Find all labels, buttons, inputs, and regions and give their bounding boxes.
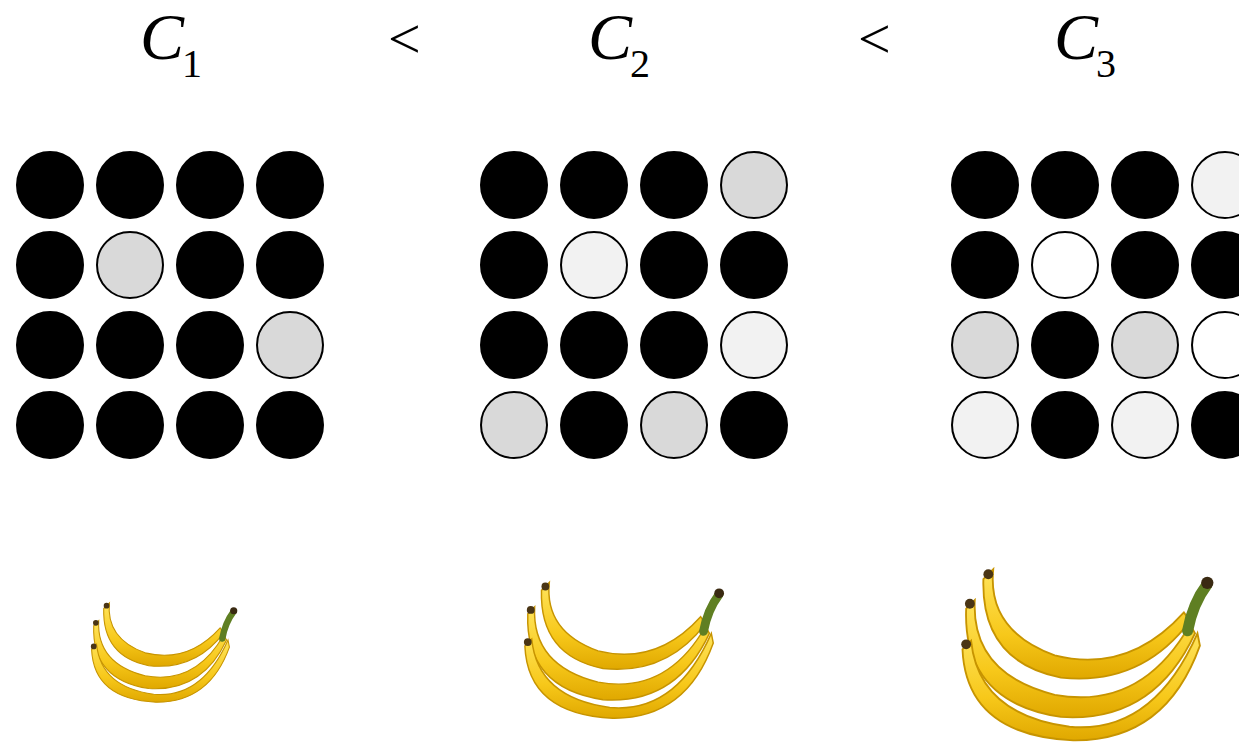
circle-grid: [17, 152, 323, 458]
banana-bunch: [524, 583, 724, 719]
variable-symbol: C: [588, 4, 632, 70]
circle: [952, 232, 1018, 298]
banana-bunch: [961, 569, 1213, 740]
less-than-sign: <: [388, 10, 421, 68]
circle: [561, 152, 627, 218]
circle: [177, 152, 243, 218]
circle: [641, 392, 707, 458]
circle: [561, 232, 627, 298]
circle: [177, 392, 243, 458]
circle-grid: [481, 152, 787, 458]
circle: [952, 152, 1018, 218]
circle: [641, 312, 707, 378]
circle: [1112, 392, 1178, 458]
circle: [952, 392, 1018, 458]
circle: [17, 312, 83, 378]
circle: [97, 312, 163, 378]
circle: [481, 392, 547, 458]
circle: [1112, 152, 1178, 218]
circle: [1032, 232, 1098, 298]
circle: [561, 392, 627, 458]
circle: [1192, 312, 1239, 378]
circle: [1032, 392, 1098, 458]
subscript-number: 2: [630, 44, 650, 84]
less-than-sign: <: [858, 10, 891, 68]
circle: [1112, 312, 1178, 378]
circle: [1192, 152, 1239, 218]
circle: [97, 152, 163, 218]
variable-symbol: C: [1054, 4, 1098, 70]
circle: [721, 392, 787, 458]
circle: [1192, 392, 1239, 458]
circle: [17, 152, 83, 218]
circle: [721, 312, 787, 378]
circle: [177, 232, 243, 298]
circle: [1032, 152, 1098, 218]
circle: [257, 312, 323, 378]
circle: [177, 312, 243, 378]
circle: [641, 232, 707, 298]
circle: [17, 392, 83, 458]
circle: [17, 232, 83, 298]
circle: [257, 232, 323, 298]
circle: [481, 232, 547, 298]
circle: [481, 312, 547, 378]
banana-bunch: [91, 603, 237, 702]
circle: [1112, 232, 1178, 298]
circle: [1032, 312, 1098, 378]
subscript-number: 1: [182, 44, 202, 84]
circle: [97, 392, 163, 458]
subscript-number: 3: [1096, 44, 1116, 84]
circle: [97, 232, 163, 298]
circle-grid: [952, 152, 1239, 458]
circle: [721, 152, 787, 218]
circle: [481, 152, 547, 218]
circle: [641, 152, 707, 218]
circle: [561, 312, 627, 378]
circle: [952, 312, 1018, 378]
circle: [721, 232, 787, 298]
circle: [257, 152, 323, 218]
variable-symbol: C: [140, 4, 184, 70]
circle: [1192, 232, 1239, 298]
circle: [257, 392, 323, 458]
